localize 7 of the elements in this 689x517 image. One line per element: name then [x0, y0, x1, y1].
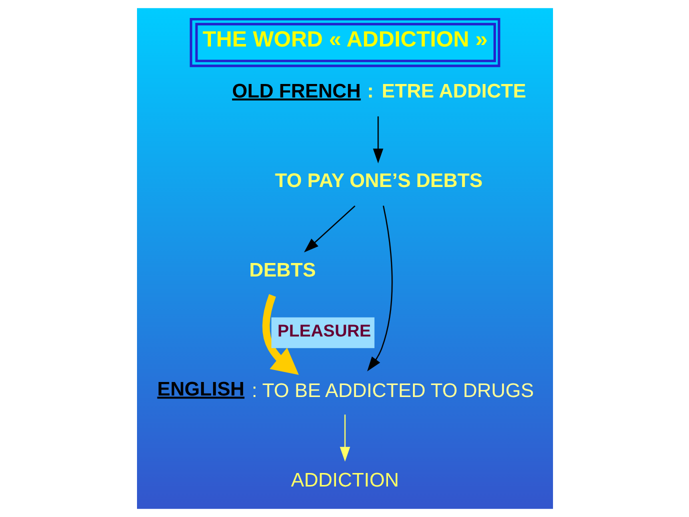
diagram-title: THE WORD « ADDICTION » [202, 26, 488, 52]
node-text: OLD FRENCH : ETRE ADDICTE [232, 80, 526, 102]
node-text: ENGLISH : TO BE ADDICTED TO DRUGS [156, 378, 534, 402]
node-text: ADDICTION [290, 470, 398, 492]
edge-label: PLEASURE [277, 320, 370, 341]
node-text: DEBTS [248, 260, 316, 282]
node-text: TO PAY ONE’S DEBTS [274, 170, 482, 192]
